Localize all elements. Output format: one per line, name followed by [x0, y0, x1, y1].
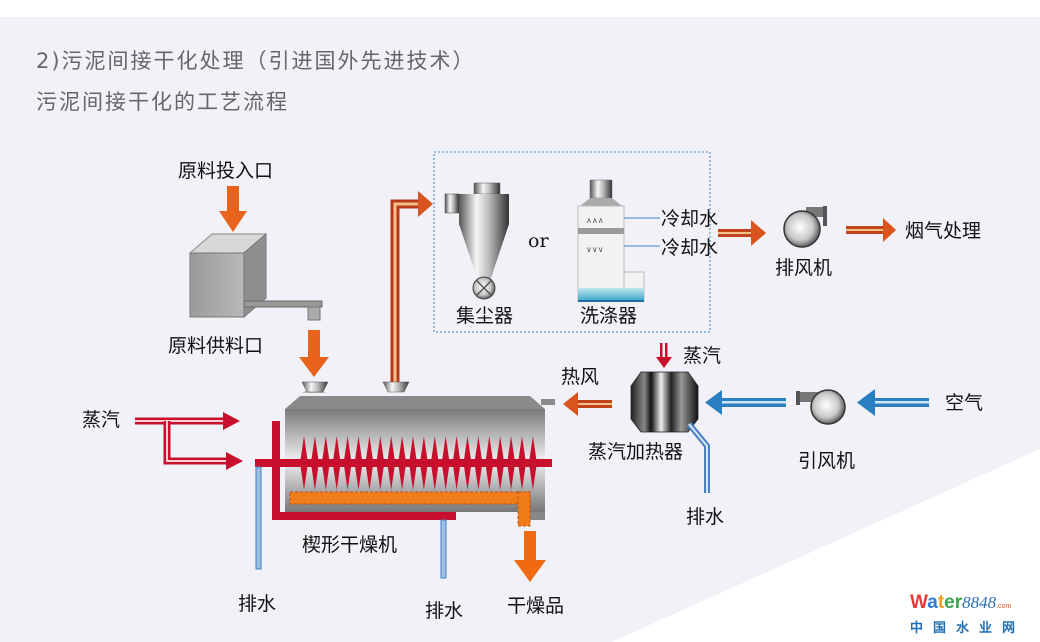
- logo-chinese-name: 中国水业网: [910, 621, 1026, 636]
- svg-text:∨∨∨: ∨∨∨: [586, 245, 604, 254]
- logo-com: .com: [996, 603, 1012, 610]
- to-exhaust-fan-arrow-icon: [718, 220, 766, 246]
- dry-product-arrow-icon: [514, 531, 546, 582]
- logo-letter-w: W: [910, 592, 928, 613]
- dust-collector-cyclone: [444, 182, 509, 300]
- air-to-heater-arrow-icon: [705, 390, 786, 415]
- label-steam-inlet: 蒸汽: [82, 409, 120, 431]
- label-heater-steam: 蒸汽: [683, 345, 721, 367]
- exhaust-fan-icon: [783, 206, 827, 248]
- label-dry-product: 干燥品: [507, 595, 564, 617]
- label-cooling-water-1: 冷却水: [661, 208, 718, 230]
- wedge-dryer: [255, 381, 555, 527]
- logo-number: 8848: [962, 593, 997, 612]
- logo-letter-a: a: [927, 592, 938, 613]
- watermark-logo: Water8848.com 中国水业网: [910, 592, 1030, 637]
- section-title: 2)污泥间接干化处理（引进国外先进技术）: [36, 49, 476, 73]
- label-dryer: 楔形干燥机: [302, 534, 397, 556]
- label-feed-inlet: 原料投入口: [178, 160, 273, 182]
- svg-text:∧∧∧: ∧∧∧: [586, 216, 604, 225]
- label-drain-2: 排水: [425, 600, 463, 622]
- drain-pipe-1: [255, 466, 262, 570]
- steam-inlet-arrows-icon: [135, 412, 243, 470]
- logo-letter-t: t: [937, 592, 945, 613]
- hot-air-arrow-icon: [563, 392, 612, 416]
- label-flue-gas-treatment: 烟气处理: [905, 220, 981, 242]
- feed-down-arrow-icon: [219, 186, 247, 232]
- induced-fan-icon: [796, 389, 846, 425]
- logo-letters-er: er: [944, 592, 963, 613]
- label-drain-1: 排水: [238, 593, 276, 615]
- air-inlet-arrow-icon: [857, 389, 929, 416]
- label-dust-collector: 集尘器: [456, 305, 513, 327]
- drain-pipe-2: [440, 519, 447, 579]
- feed-supply-arrow-icon: [299, 330, 329, 377]
- vapor-riser-arrow-icon: [390, 191, 433, 382]
- steam-heater-steam-arrow-icon: [656, 343, 672, 368]
- label-hot-air: 热风: [561, 366, 599, 388]
- label-cooling-water-2: 冷却水: [661, 237, 718, 259]
- scrubber-tower: ∧∧∧ ∨∨∨: [577, 179, 660, 302]
- feed-hopper: [188, 232, 323, 321]
- section-subtitle: 污泥间接干化的工艺流程: [36, 90, 289, 114]
- steam-heater-unit: [630, 371, 699, 433]
- label-air: 空气: [945, 392, 983, 414]
- label-scrubber: 洗涤器: [580, 305, 637, 327]
- to-flue-gas-arrow-icon: [846, 218, 896, 242]
- gas-cleaning-boundary: [433, 151, 711, 333]
- heater-drain-pipe: [686, 422, 710, 493]
- label-or: or: [528, 230, 549, 252]
- label-steam-heater: 蒸汽加热器: [588, 441, 683, 463]
- label-exhaust-fan: 排风机: [775, 257, 832, 279]
- label-feed-supply: 原料供料口: [168, 335, 263, 357]
- label-induced-fan: 引风机: [798, 450, 855, 472]
- label-drain-3: 排水: [686, 506, 724, 528]
